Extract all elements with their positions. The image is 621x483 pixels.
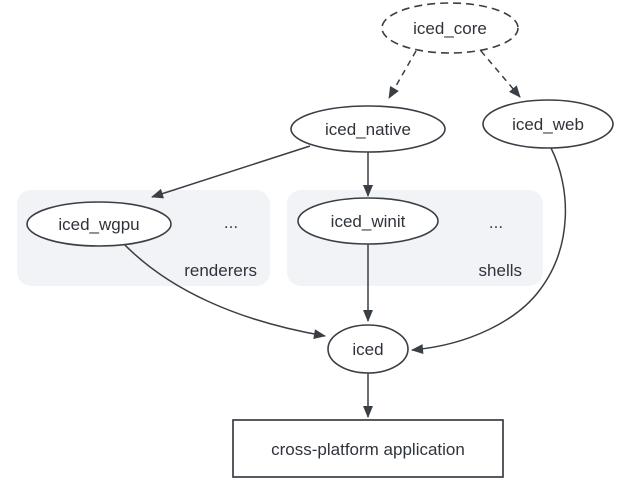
edge-iced-native-to-iced-wgpu [151, 145, 311, 199]
edge-iced-web-to-iced [411, 147, 567, 355]
edge-iced-core-to-iced-native [388, 50, 417, 99]
iced-wgpu-label: iced_wgpu [58, 215, 139, 234]
application-label: cross-platform application [271, 440, 465, 459]
iced-ellipse [327, 324, 409, 374]
node-iced: iced [327, 324, 409, 374]
node-iced-core: iced_core [381, 2, 519, 54]
iced-winit-label: iced_winit [331, 212, 406, 231]
node-iced-wgpu: iced_wgpu [26, 201, 172, 247]
iced-winit-ellipse [297, 197, 439, 245]
iced-core-ellipse [381, 2, 519, 54]
shells-ellipsis: ... [489, 213, 503, 232]
application-rect [232, 419, 504, 478]
renderers-ellipsis: ... [224, 213, 238, 232]
iced-wgpu-ellipse [26, 201, 172, 247]
node-iced-web: iced_web [482, 99, 614, 149]
node-cross-platform-application: cross-platform application [232, 419, 504, 478]
iced-web-ellipse [482, 99, 614, 149]
edge-iced-wgpu-to-iced [121, 241, 326, 340]
iced-native-ellipse [290, 105, 446, 153]
edge-iced-core-to-iced-web [480, 50, 521, 98]
node-iced-native: iced_native [290, 105, 446, 153]
iced-native-label: iced_native [325, 120, 411, 139]
iced-web-label: iced_web [512, 115, 584, 134]
shells-group-label: shells [479, 261, 522, 280]
renderers-group-label: renderers [184, 261, 257, 280]
iced-core-label: iced_core [413, 19, 487, 38]
iced-label: iced [352, 340, 383, 359]
node-iced-winit: iced_winit [297, 197, 439, 245]
